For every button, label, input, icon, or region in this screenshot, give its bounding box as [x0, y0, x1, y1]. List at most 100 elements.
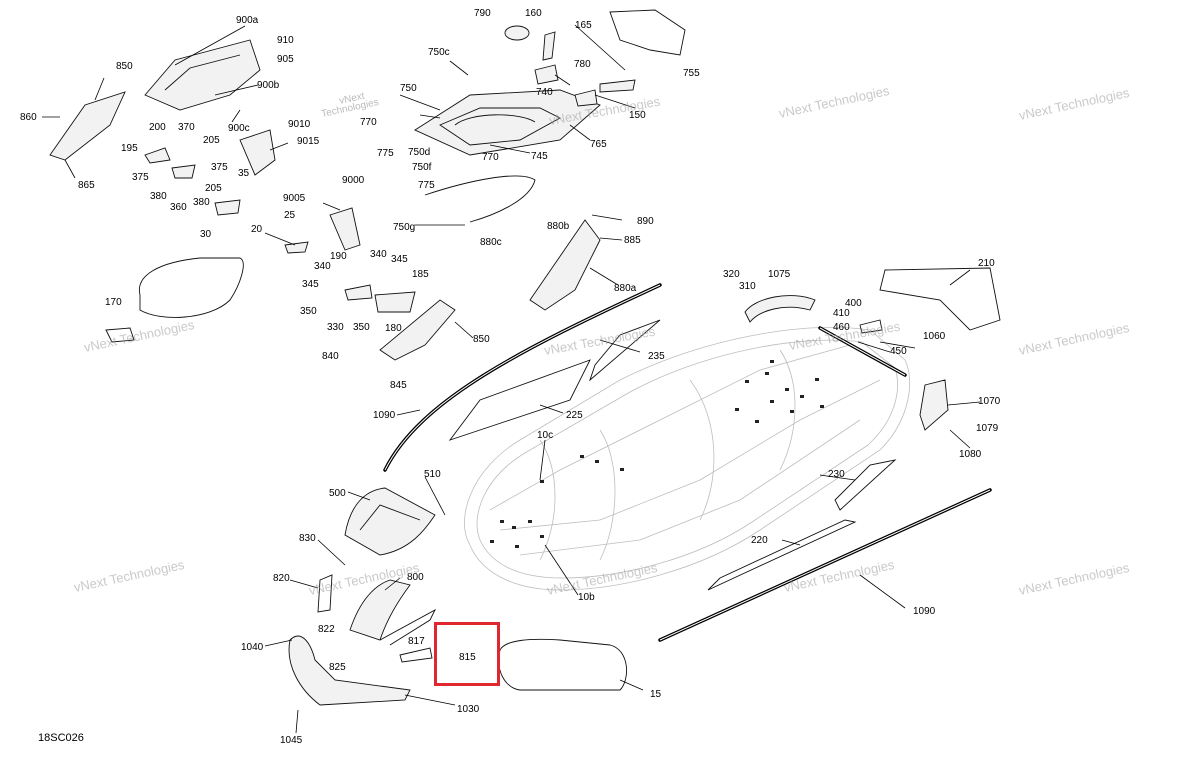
callout-25: 25 — [284, 210, 296, 221]
callout-750: 750 — [400, 83, 417, 94]
callout-320: 320 — [723, 269, 740, 280]
callout-910: 910 — [277, 35, 294, 46]
side-stripes — [448, 319, 897, 591]
callout-790: 790 — [474, 8, 491, 19]
callout-350-a: 350 — [300, 306, 317, 317]
callout-840: 840 — [322, 351, 339, 362]
callout-15: 15 — [650, 689, 662, 700]
callout-380-b: 380 — [193, 197, 210, 208]
callout-9015: 9015 — [297, 136, 320, 147]
callout-9010: 9010 — [288, 119, 311, 130]
callout-780: 780 — [574, 59, 591, 70]
callout-900b: 900b — [257, 80, 280, 91]
watermark-inline: vNext Technologies — [543, 324, 657, 358]
callout-1075: 1075 — [768, 269, 791, 280]
callout-745: 745 — [531, 151, 548, 162]
callout-500: 500 — [329, 488, 346, 499]
callout-340-a: 340 — [370, 249, 387, 260]
callout-375-a: 375 — [211, 162, 228, 173]
callout-340-b: 340 — [314, 261, 331, 272]
callout-880a: 880a — [614, 283, 637, 294]
callout-865: 865 — [78, 180, 95, 191]
hull-fasteners — [490, 360, 824, 548]
steering-cover-parts — [344, 219, 601, 361]
callout-1045: 1045 — [280, 735, 303, 746]
callout-1060: 1060 — [923, 331, 946, 342]
callout-765: 765 — [590, 139, 607, 150]
callout-770-a: 770 — [360, 117, 377, 128]
callout-1090-b: 1090 — [913, 606, 936, 617]
callout-20: 20 — [251, 224, 263, 235]
callout-815: 815 — [459, 652, 476, 663]
callout-370: 370 — [178, 122, 195, 133]
callout-210: 210 — [978, 258, 995, 269]
callout-510: 510 — [424, 469, 441, 480]
callout-labels: 900a 910 905 900b 900c 850 860 865 200 3… — [20, 8, 1001, 746]
rub-rails — [383, 283, 992, 642]
callout-30: 30 — [200, 229, 212, 240]
callout-740: 740 — [536, 87, 553, 98]
hull-body — [464, 327, 911, 591]
callout-350-b: 350 — [353, 322, 370, 333]
callout-200: 200 — [149, 122, 166, 133]
callout-860: 860 — [20, 112, 37, 123]
callout-750d: 750d — [408, 147, 430, 158]
callout-825: 825 — [329, 662, 346, 673]
callout-165: 165 — [575, 20, 592, 31]
watermark-inline: vNext Technologies — [83, 317, 197, 355]
watermark-inline: vNext Technologies — [73, 557, 187, 595]
callout-9005: 9005 — [283, 193, 306, 204]
callout-775-b: 775 — [418, 180, 435, 191]
callout-822: 822 — [318, 624, 335, 635]
rear-parts — [744, 267, 1001, 431]
callout-330: 330 — [327, 322, 344, 333]
selection-highlight-815[interactable] — [434, 622, 500, 686]
drawing-code: 18SC026 — [38, 732, 84, 744]
callout-225: 225 — [566, 410, 583, 421]
callout-185: 185 — [412, 269, 429, 280]
callout-190: 190 — [330, 251, 347, 262]
callout-820: 820 — [273, 573, 290, 584]
callout-360: 360 — [170, 202, 187, 213]
watermark-inline: vNext Technologies — [1018, 320, 1132, 358]
watermarks: vNext Technologies vNext Technologies vN… — [73, 83, 1132, 598]
callout-750g: 750g — [393, 222, 415, 233]
callout-890: 890 — [637, 216, 654, 227]
callout-1030: 1030 — [457, 704, 480, 715]
callout-410: 410 — [833, 308, 850, 319]
callout-750f: 750f — [412, 162, 432, 173]
callout-220: 220 — [751, 535, 768, 546]
callout-900c: 900c — [228, 123, 250, 134]
callout-830: 830 — [299, 533, 316, 544]
callout-9000: 9000 — [342, 175, 365, 186]
callout-345-b: 345 — [302, 279, 319, 290]
callout-235: 235 — [648, 351, 665, 362]
callout-845: 845 — [390, 380, 407, 391]
watermark-inline: vNext Technologies — [546, 560, 660, 598]
callout-460: 460 — [833, 322, 850, 333]
callout-770-b: 770 — [482, 152, 499, 163]
callout-10b: 10b — [578, 592, 595, 603]
callout-900a: 900a — [236, 15, 259, 26]
callout-850-b: 850 — [473, 334, 490, 345]
watermark-inline: vNext Technologies — [778, 83, 892, 121]
callout-375-b: 375 — [132, 172, 149, 183]
callout-195: 195 — [121, 143, 138, 154]
callout-230: 230 — [828, 469, 845, 480]
watermark-inline: vNext Technologies — [1018, 85, 1132, 123]
watermark-inline: vNext Technologies — [1018, 560, 1132, 598]
callout-380-a: 380 — [150, 191, 167, 202]
callout-880c: 880c — [480, 237, 502, 248]
callout-345-a: 345 — [391, 254, 408, 265]
callout-817: 817 — [408, 636, 425, 647]
callout-180: 180 — [385, 323, 402, 334]
callout-880b: 880b — [547, 221, 570, 232]
callout-1040: 1040 — [241, 642, 264, 653]
callout-400: 400 — [845, 298, 862, 309]
callout-205-b: 205 — [205, 183, 222, 194]
callout-170: 170 — [105, 297, 122, 308]
glovebox-and-panels — [49, 39, 361, 343]
leader-lines — [42, 24, 981, 734]
callout-1080: 1080 — [959, 449, 982, 460]
